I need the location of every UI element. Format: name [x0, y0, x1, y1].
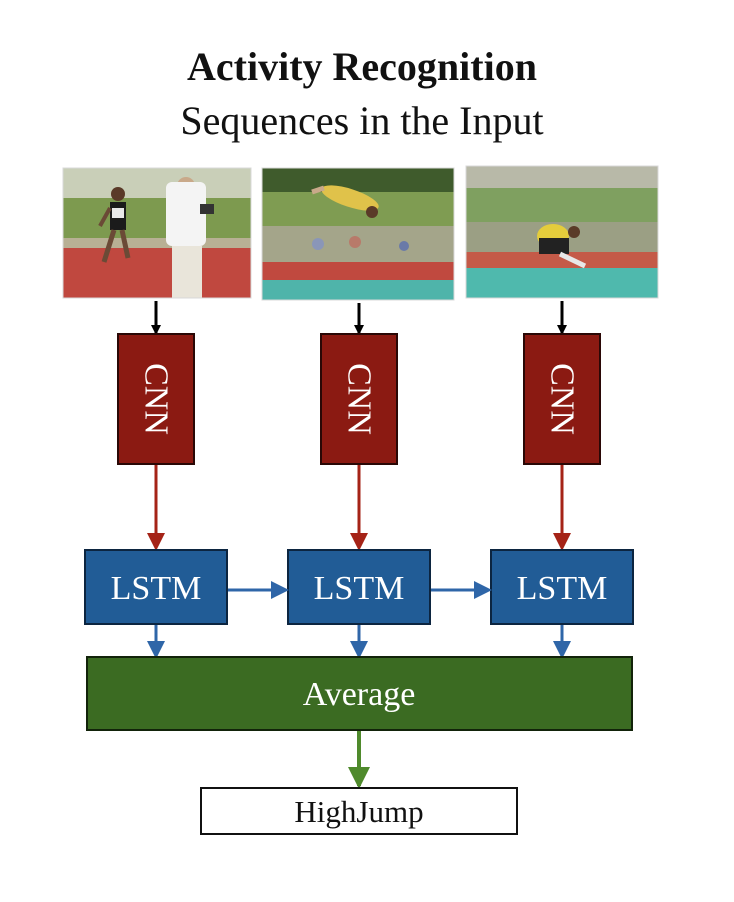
- lstm-block-3: LSTM: [490, 549, 634, 625]
- lstm-label-1: LSTM: [111, 570, 202, 607]
- lstm-block-2: LSTM: [287, 549, 431, 625]
- cnn-block-2: CNN: [320, 333, 398, 465]
- spectators-icon: [312, 236, 409, 251]
- average-block: Average: [86, 656, 633, 731]
- jumper-landing-icon: [537, 224, 587, 269]
- jumper-midair-icon: [311, 185, 379, 218]
- output-label: HighJump: [294, 794, 423, 829]
- cnn-block-3: CNN: [523, 333, 601, 465]
- official-icon: [166, 177, 214, 298]
- diagram-title: Activity Recognition: [187, 44, 537, 89]
- runner-icon: [98, 187, 131, 263]
- output-box: HighJump: [200, 787, 518, 835]
- input-frame-2: [261, 167, 455, 301]
- input-frame-3: [465, 165, 659, 299]
- cnn-label-3: CNN: [544, 363, 581, 435]
- diagram-subtitle: Sequences in the Input: [180, 98, 543, 143]
- cnn-label-1: CNN: [138, 363, 175, 435]
- lstm-block-1: LSTM: [84, 549, 228, 625]
- lstm-label-3: LSTM: [517, 570, 608, 607]
- input-frame-1: [62, 167, 252, 299]
- lstm-label-2: LSTM: [314, 570, 405, 607]
- cnn-block-1: CNN: [117, 333, 195, 465]
- average-label: Average: [303, 676, 416, 713]
- cnn-label-2: CNN: [341, 363, 378, 435]
